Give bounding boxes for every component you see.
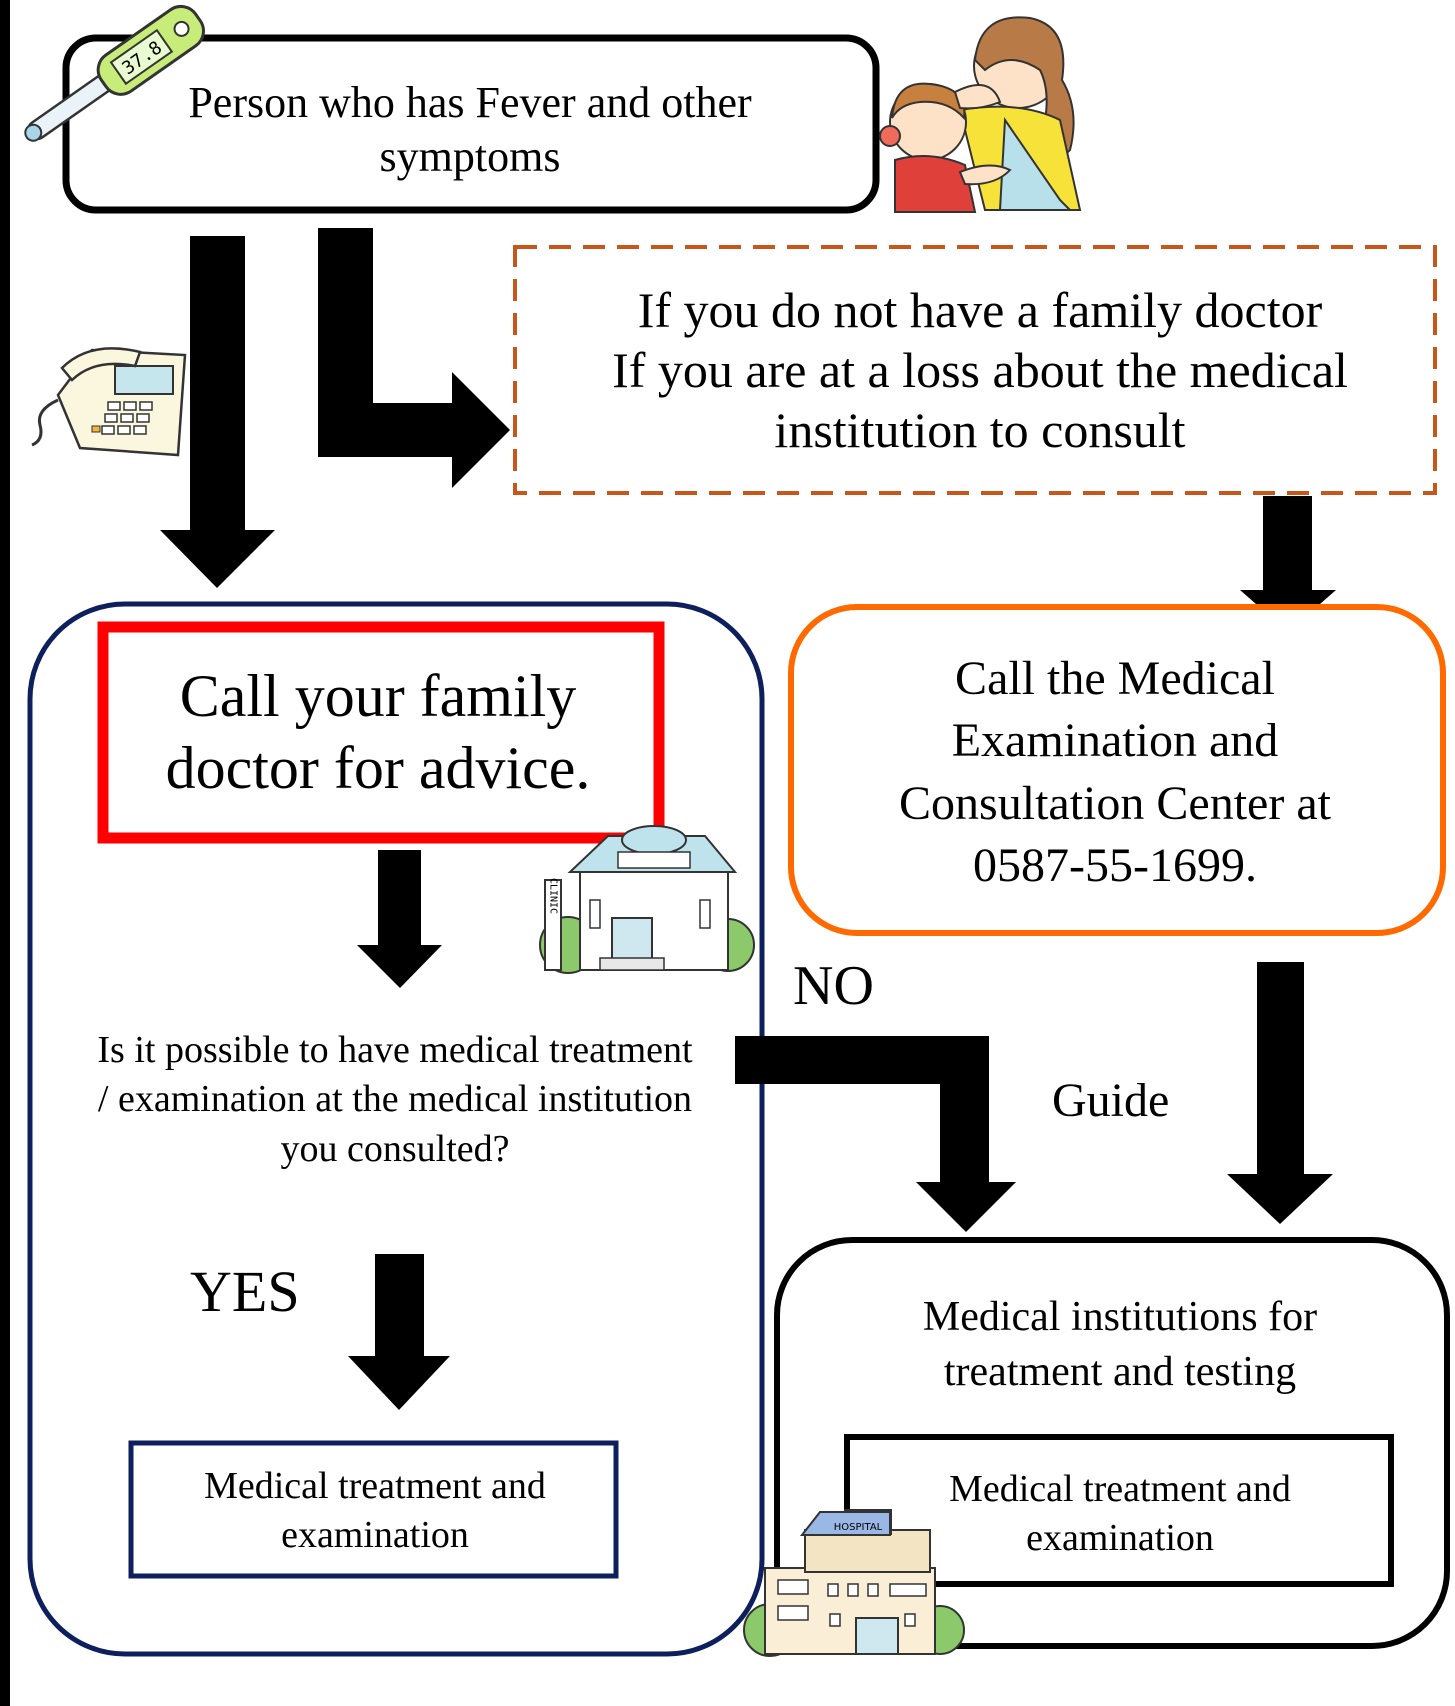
- no-doctor-text: If you do not have a family doctor If yo…: [560, 280, 1400, 460]
- label-yes: YES: [190, 1259, 300, 1324]
- no-doctor-line2: If you are at a loss about the medical i…: [612, 342, 1348, 458]
- consultation-center-box: [788, 604, 1446, 936]
- family-doctor-text: Call your family doctor for advice.: [165, 663, 591, 801]
- family-doctor-box: [97, 621, 665, 844]
- no-doctor-box: [513, 245, 1437, 495]
- arrow-down-to-question: [357, 850, 442, 988]
- arrow-guide: [1227, 962, 1333, 1224]
- result-left-box: [128, 1440, 619, 1579]
- telephone-icon: [31, 347, 187, 457]
- arrow-down-left: [160, 236, 275, 588]
- thermometer-icon: 37.8: [24, 4, 205, 142]
- arrow-elbow-right: [318, 228, 510, 488]
- question-text: Is it possible to have medical treatment…: [97, 1029, 693, 1170]
- hospital-sign: HOSPITAL: [834, 1522, 883, 1533]
- clinic-illustration: CLINIC: [539, 825, 755, 974]
- mother-child-illustration: [879, 16, 1082, 213]
- result-left-text: Medical treatment and examination: [204, 1465, 546, 1557]
- start-box: [62, 34, 880, 214]
- consultation-center-text: Call the Medical Examination and Consult…: [899, 652, 1331, 893]
- institutions-title: Medical institutions for treatment and t…: [922, 1294, 1318, 1395]
- hospital-illustration: HOSPITAL: [743, 1509, 965, 1657]
- family-doctor-panel: [27, 601, 765, 1657]
- label-guide: Guide: [1052, 1074, 1170, 1127]
- arrow-yes: [348, 1254, 450, 1410]
- no-doctor-line1: If you do not have a family doctor: [637, 282, 1323, 338]
- arrow-no-elbow: [735, 1036, 1016, 1232]
- page-left-border: [0, 0, 10, 1706]
- clinic-sign: CLINIC: [548, 878, 559, 914]
- label-no: NO: [793, 955, 874, 1017]
- start-text: Person who has Fever and other symptoms: [188, 78, 752, 181]
- institutions-inner-text: Medical treatment and examination: [949, 1468, 1291, 1560]
- arrow-down-to-center: [1240, 496, 1336, 632]
